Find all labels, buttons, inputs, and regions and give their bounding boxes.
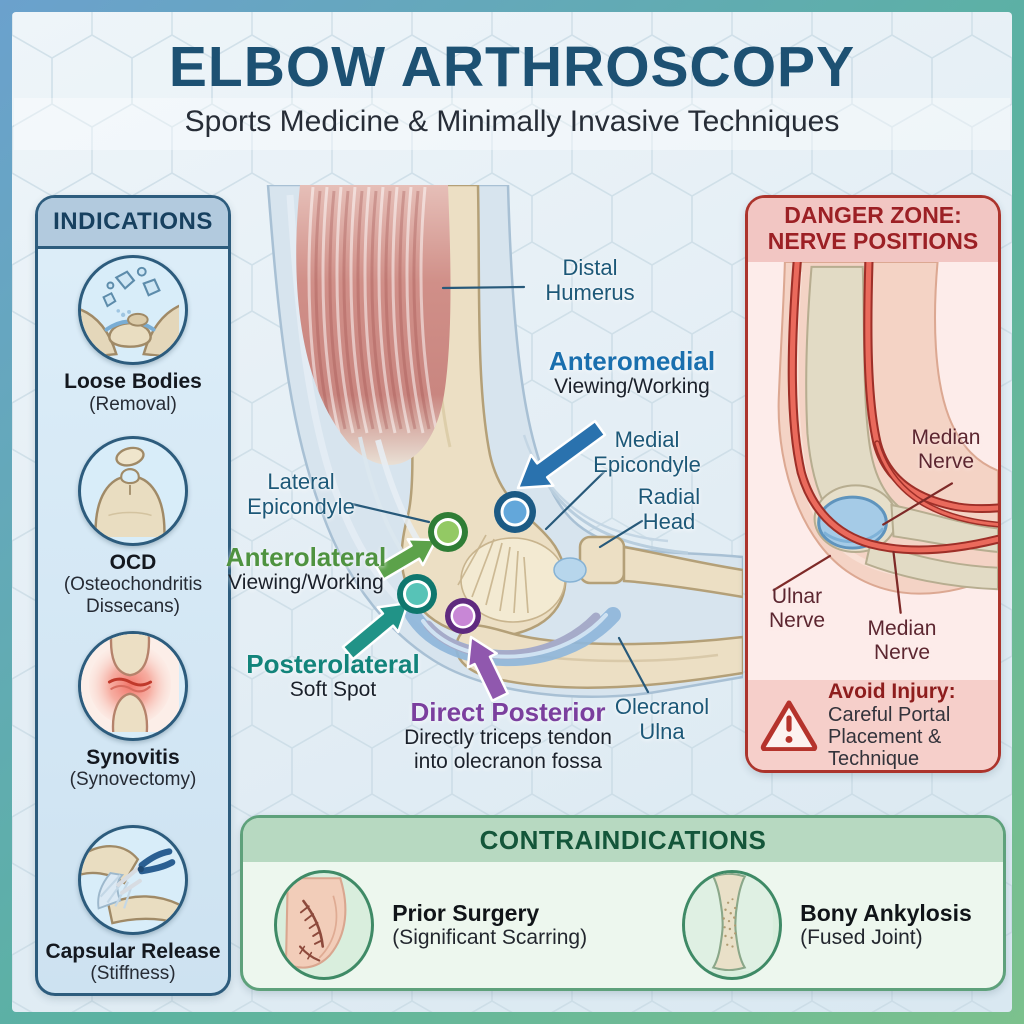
danger-zone-warning: Avoid Injury: Careful Portal Placement &… — [748, 679, 998, 770]
indications-panel: INDICATIONS Loose Bodies (Rem — [35, 195, 231, 996]
portal-arrows — [341, 419, 607, 702]
contraindication-text: Prior Surgery (Significant Scarring) — [392, 899, 588, 950]
muscle — [296, 185, 451, 562]
elbow-portal-illustration — [266, 185, 743, 702]
synovitis-icon — [77, 630, 188, 741]
direct-posterior-arrow — [466, 635, 509, 702]
contraindications-title: CONTRAINDICATIONS — [243, 818, 1003, 862]
direct-posterior-portal-marker — [445, 598, 481, 634]
warning-text: Avoid Injury: Careful Portal Placement &… — [828, 679, 956, 770]
joint-capsule — [405, 607, 621, 667]
indication-item-ocd: OCD (Osteochondritis Dissecans) — [63, 435, 203, 617]
capsular-release-icon — [77, 824, 188, 935]
label-posterolateral-portal: Posterolateral Soft Spot — [246, 649, 420, 702]
label-anteromedial-portal: Anteromedial Viewing/Working — [548, 346, 716, 399]
indication-item-capsular-release: Capsular Release (Stiffness) — [45, 824, 221, 985]
contraindications-body: Prior Surgery (Significant Scarring) — [243, 862, 1003, 988]
indication-item-loose-bodies: Loose Bodies (Removal) — [64, 255, 202, 415]
page-title: ELBOW ARTHROSCOPY — [168, 35, 856, 99]
anterolateral-arrow — [374, 538, 438, 581]
posterolateral-portal-marker — [397, 574, 437, 614]
indication-label: Capsular Release — [45, 939, 221, 963]
indication-sublabel: (Stiffness) — [90, 963, 176, 985]
bony-ankylosis-icon — [682, 870, 783, 980]
danger-zone-panel: DANGER ZONE: NERVE POSITIONS — [745, 195, 1001, 773]
danger-zone-title: DANGER ZONE: NERVE POSITIONS — [748, 198, 998, 262]
label-anterolateral-portal: Anterolateral Viewing/Working — [225, 542, 387, 595]
loose-bodies-icon — [77, 255, 188, 365]
danger-zone-art — [748, 261, 998, 680]
subtitle-band — [14, 98, 1010, 150]
indication-item-synovitis: Synovitis (Synovectomy) — [69, 630, 197, 791]
ocd-icon — [78, 435, 188, 546]
indication-sublabel: Dissecans) — [86, 595, 180, 617]
nerve-positions-illustration — [772, 261, 998, 614]
indication-label: Synovitis — [86, 745, 180, 769]
warning-triangle-icon — [760, 700, 818, 751]
indication-sublabel: (Synovectomy) — [69, 769, 197, 791]
page-subtitle: Sports Medicine & Minimally Invasive Tec… — [184, 105, 840, 138]
indication-label: OCD — [109, 550, 157, 574]
anterolateral-portal-marker — [428, 512, 468, 552]
label-direct-posterior-portal: Direct Posterior Directly triceps tendon… — [404, 697, 612, 774]
forearm-bones — [455, 535, 743, 689]
leader-lines — [350, 285, 650, 694]
contraindication-item-prior-surgery: Prior Surgery (Significant Scarring) — [274, 870, 587, 980]
contraindication-item-bony-ankylosis: Bony Ankylosis (Fused Joint) — [682, 870, 972, 980]
contraindications-panel: CONTRAINDICATIONS — [240, 815, 1006, 991]
contraindication-text: Bony Ankylosis (Fused Joint) — [800, 899, 972, 950]
anteromedial-portal-marker — [494, 491, 536, 533]
posterolateral-arrow — [341, 601, 410, 661]
anteromedial-arrow — [516, 419, 607, 490]
prior-surgery-icon — [274, 870, 375, 980]
indication-sublabel: (Osteochondritis — [63, 574, 203, 596]
indication-sublabel: (Removal) — [89, 393, 177, 415]
indications-title: INDICATIONS — [38, 198, 228, 249]
indication-label: Loose Bodies — [64, 370, 202, 393]
